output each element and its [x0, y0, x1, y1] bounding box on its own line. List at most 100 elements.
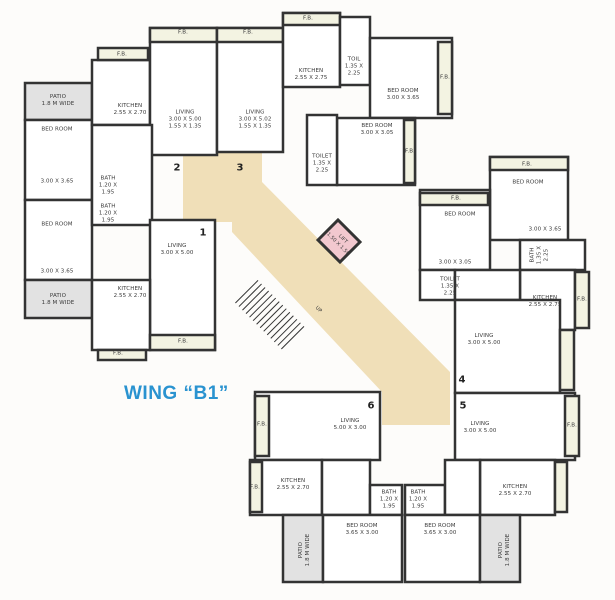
room-label: BED ROOM — [444, 211, 476, 218]
room-label: F.B. — [440, 74, 450, 81]
room-label: BED ROOM — [41, 221, 73, 228]
flat-number: 5 — [459, 400, 467, 412]
bedroom — [321, 513, 404, 584]
stair-step — [270, 315, 294, 339]
room-label: LIVING 5.00 X 3.00 — [333, 418, 367, 431]
flower-bed — [96, 348, 148, 362]
stair-step — [252, 297, 277, 322]
room-label: KITCHEN 2.55 X 2.75 — [528, 295, 562, 308]
stair-step — [259, 304, 284, 329]
wing-title: WING “B1” — [124, 383, 229, 404]
living — [215, 26, 285, 154]
stair-step — [242, 287, 266, 311]
flower-bed — [248, 460, 264, 514]
bath — [518, 238, 587, 272]
stair-step — [281, 326, 305, 350]
room-label: F.B. — [303, 15, 313, 22]
flower-bed — [253, 394, 271, 458]
stair-step — [245, 290, 269, 314]
flat-number: 6 — [367, 400, 375, 412]
stair-step — [273, 318, 298, 343]
corridor — [183, 153, 450, 425]
room-label: PATIO 1.8 M WIDE — [498, 533, 511, 567]
staircase — [235, 280, 305, 350]
hall — [90, 123, 154, 227]
room-label: 3.00 X 3.65 — [40, 268, 74, 275]
toilet — [305, 113, 339, 187]
room-label: KITCHEN 2.55 X 2.70 — [113, 103, 147, 116]
room-label: KITCHEN 2.55 X 2.70 — [113, 286, 147, 299]
room-label: BATH 1.20 X 1.95 — [98, 203, 118, 224]
stair-step — [263, 308, 287, 332]
patio — [478, 513, 522, 584]
room-label: BATH 1.20 X 1.95 — [379, 489, 399, 510]
room-label: 3.00 X 3.65 — [40, 178, 74, 185]
room-label: TOILET 1.35 X 2.25 — [312, 153, 332, 174]
hall — [443, 458, 482, 517]
flower-bed — [488, 155, 570, 172]
room-label: KITCHEN 2.55 X 2.70 — [276, 478, 310, 491]
living — [253, 390, 382, 462]
stair-step — [235, 280, 259, 304]
flower-bed — [573, 270, 591, 330]
room-label: F.B. — [243, 29, 253, 36]
flower-bed — [558, 328, 576, 392]
flower-bed — [402, 118, 417, 185]
room-label: TOIL 1.35 X 2.25 — [344, 56, 364, 77]
patio — [281, 513, 325, 584]
room-label: BED ROOM — [41, 126, 73, 133]
flower-bed — [436, 40, 454, 116]
room-label: LIVING 3.00 X 5.02 1.55 X 1.35 — [238, 109, 272, 130]
room-label: F.B. — [178, 338, 188, 345]
stair-step — [266, 311, 291, 336]
room-label: F.B. — [451, 195, 461, 202]
room-label: LIVING 3.00 X 5.00 — [463, 421, 497, 434]
room-label: TOILET 1.35 X 2.25 — [440, 276, 460, 297]
room-label: LIVING 3.00 X 5.00 1.55 X 1.35 — [168, 109, 202, 130]
room-label: F.B. — [117, 51, 127, 58]
room-label: 3.00 X 3.65 — [528, 226, 562, 233]
room-label: BED ROOM 3.00 X 3.05 — [360, 123, 394, 136]
room-label: F.B. — [405, 148, 415, 155]
bedroom — [23, 198, 94, 282]
flower-bed — [148, 333, 217, 352]
toilet — [338, 15, 372, 87]
room-label: F.B. — [257, 421, 267, 428]
room-label: F.B. — [522, 161, 532, 168]
room-label: F.B. — [567, 422, 577, 429]
room-label: BATH 1.20 X 1.95 — [408, 489, 428, 510]
room-label: F.B. — [577, 296, 587, 303]
living — [148, 218, 217, 352]
flower-bed — [96, 46, 150, 62]
room-label: BATH 1.20 X 1.95 — [98, 175, 118, 196]
room-label: BATH 1.35 X 2.25 — [529, 245, 550, 265]
stair-step — [249, 294, 273, 318]
room-label: PATIO 1.8 M WIDE — [41, 94, 75, 107]
living — [148, 26, 219, 157]
room-label: LIVING 3.00 X 5.00 — [467, 333, 501, 346]
room-label: LIVING 3.00 X 5.00 — [160, 243, 194, 256]
room-label: F.B. — [178, 29, 188, 36]
stair-step — [277, 322, 301, 346]
room-label: 3.00 X 3.05 — [438, 259, 472, 266]
kitchen — [90, 278, 152, 352]
flat-number: 4 — [458, 374, 466, 386]
room-label: KITCHEN 2.55 X 2.70 — [498, 484, 532, 497]
room-label: PATIO 1.8 M WIDE — [41, 293, 75, 306]
room-label: PATIO 1.8 M WIDE — [298, 533, 311, 567]
flat-number: 2 — [173, 162, 181, 174]
room-label: F.B. — [250, 484, 260, 491]
room-label: BED ROOM 3.00 X 3.65 — [386, 88, 420, 101]
flower-bed — [553, 460, 569, 514]
stair-step — [256, 301, 280, 325]
flat-number: 3 — [236, 162, 244, 174]
hall — [453, 268, 522, 302]
hall — [320, 458, 372, 517]
stair-step — [238, 283, 262, 307]
room-label: BED ROOM 3.65 X 3.00 — [345, 523, 379, 536]
room-label: KITCHEN 2.55 X 2.75 — [294, 68, 328, 81]
room-label: BED ROOM — [512, 179, 544, 186]
bath — [403, 483, 447, 517]
living — [453, 298, 562, 395]
